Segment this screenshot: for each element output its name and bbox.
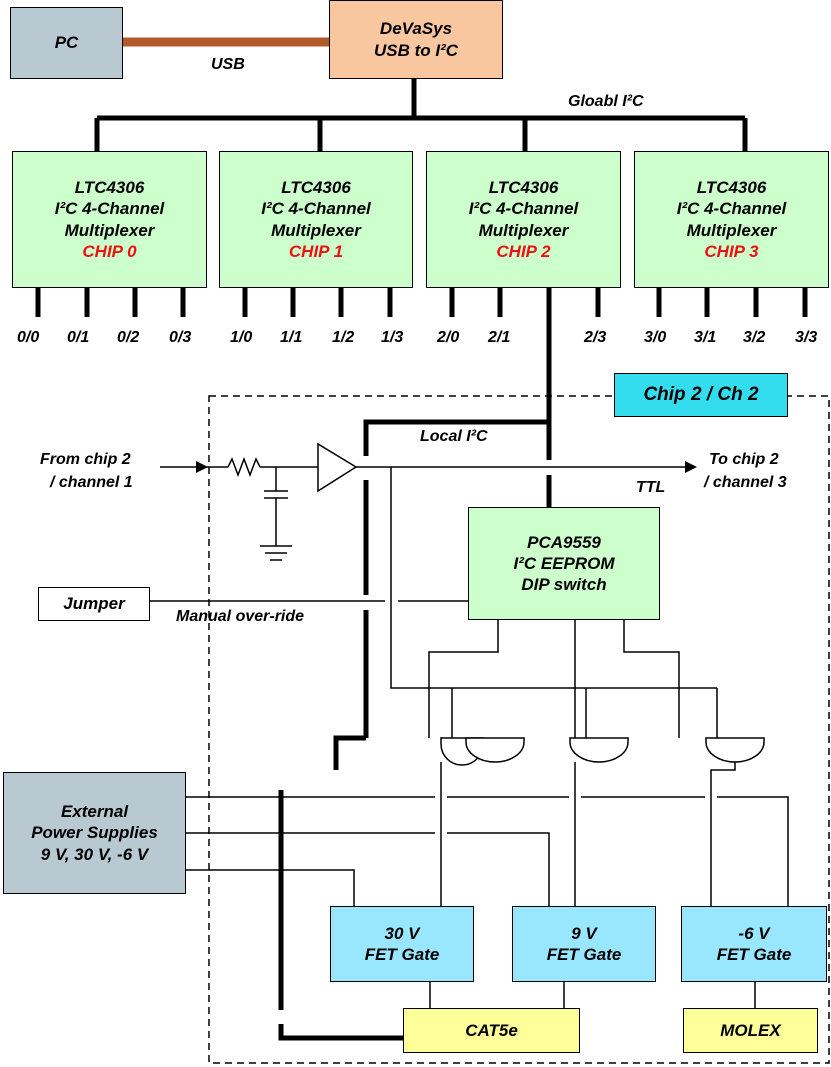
port-label: 0/2 <box>117 329 140 346</box>
channel-boundary <box>208 395 830 1064</box>
port-label: 1/1 <box>280 329 303 346</box>
devasys-line2: USB to I²C <box>373 40 459 60</box>
pc-box: PC <box>10 7 123 79</box>
mux-line1: LTC4306 <box>74 178 145 197</box>
devasys-box: DeVaSys USB to I²C <box>329 0 503 79</box>
fet-line1: 30 V <box>384 923 420 943</box>
chip-id: CHIP 0 <box>82 241 137 261</box>
mux-chip-3: LTC4306 I²C 4-Channel Multiplexer CHIP 3 <box>634 151 829 288</box>
pc-label: PC <box>54 33 79 53</box>
and-gate-outputs <box>440 762 736 906</box>
and-gates <box>440 737 765 766</box>
pca-line3: DIP switch <box>521 575 607 595</box>
port-label: 3/1 <box>694 329 717 346</box>
fet-line1: -6 V <box>738 923 770 943</box>
mux-chip-1: LTC4306 I²C 4-Channel Multiplexer CHIP 1 <box>219 151 413 288</box>
mux-line3: Multiplexer <box>478 220 569 240</box>
mux-line1: LTC4306 <box>696 178 767 197</box>
mux-line3: Multiplexer <box>271 220 361 240</box>
pca-line2: I²C EEPROM <box>513 553 615 573</box>
pca-line1: PCA9559 <box>527 532 601 552</box>
mux-line1: LTC4306 <box>488 178 559 197</box>
from-chip-line2: / channel 1 <box>50 474 133 491</box>
chip-channel-label: Chip 2 / Ch 2 <box>643 384 759 406</box>
from-chip-line1: From chip 2 <box>40 451 131 468</box>
power-supply-lines <box>186 796 789 906</box>
mux-line2: I²C 4-Channel <box>468 199 579 219</box>
chip-id: CHIP 1 <box>288 241 344 261</box>
fet-line2: FET Gate <box>546 945 622 964</box>
ttl-enable-lines <box>150 467 717 689</box>
power-line1: External <box>60 802 129 822</box>
chip-id: CHIP 3 <box>704 241 759 261</box>
port-label: 3/2 <box>743 329 766 346</box>
input-signal-path <box>160 456 688 561</box>
mux-line3: Multiplexer <box>64 220 155 240</box>
port-label: 0/0 <box>17 329 40 346</box>
mux-line2: I²C 4-Channel <box>676 199 787 219</box>
to-chip-line2: / channel 3 <box>704 474 787 491</box>
global-i2c-bus <box>94 78 748 151</box>
cat5e-connector: CAT5e <box>403 1008 580 1053</box>
usb-label: USB <box>211 56 245 73</box>
fet-gate-neg6v: -6 V FET Gate <box>681 906 827 982</box>
port-label: 1/2 <box>332 329 355 346</box>
fet-line1: 9 V <box>571 923 597 943</box>
mux-chip-0: LTC4306 I²C 4-Channel Multiplexer CHIP 0 <box>12 151 207 288</box>
jumper-label: Jumper <box>63 594 125 614</box>
power-line3: 9 V, 30 V, -6 V <box>40 844 149 864</box>
chip-id: CHIP 2 <box>496 241 551 261</box>
port-label: 1/0 <box>230 329 253 346</box>
fet-connector-lines <box>429 982 756 1010</box>
fet-gate-30v: 30 V FET Gate <box>330 906 474 982</box>
pca-output-lines <box>428 620 718 738</box>
port-label: 2/0 <box>437 329 460 346</box>
fet-line2: FET Gate <box>716 945 792 964</box>
molex-connector: MOLEX <box>683 1008 818 1053</box>
external-power-box: External Power Supplies 9 V, 30 V, -6 V <box>3 772 186 894</box>
port-label: 1/3 <box>381 329 404 346</box>
devasys-line1: DeVaSys <box>379 19 453 39</box>
pca9559-box: PCA9559 I²C EEPROM DIP switch <box>468 507 660 620</box>
port-label: 0/3 <box>169 329 192 346</box>
mux-line1: LTC4306 <box>281 178 351 197</box>
port-label: 3/0 <box>644 329 667 346</box>
mux-line2: I²C 4-Channel <box>261 199 371 219</box>
chip-channel-tag: Chip 2 / Ch 2 <box>614 373 788 417</box>
jumper-box: Jumper <box>38 587 150 621</box>
fet-line2: FET Gate <box>364 945 440 964</box>
port-label: 2/1 <box>488 329 511 346</box>
power-line2: Power Supplies <box>31 823 158 843</box>
molex-label: MOLEX <box>720 1020 781 1040</box>
port-label: 2/3 <box>584 329 607 346</box>
mux-chip-2: LTC4306 I²C 4-Channel Multiplexer CHIP 2 <box>426 151 621 288</box>
fet-gate-9v: 9 V FET Gate <box>512 906 656 982</box>
cat5e-label: CAT5e <box>465 1020 518 1040</box>
to-chip-line1: To chip 2 <box>709 451 779 468</box>
port-label: 0/1 <box>67 329 90 346</box>
ttl-label: TTL <box>636 479 666 496</box>
global-i2c-label: Gloabl I²C <box>568 93 644 110</box>
mux-line3: Multiplexer <box>686 220 777 240</box>
local-i2c-label: Local I²C <box>420 428 488 445</box>
local-i2c-bus <box>278 288 552 1041</box>
mux-line2: I²C 4-Channel <box>54 199 165 219</box>
output-arrow <box>685 461 697 473</box>
buffer-amplifier <box>317 442 358 493</box>
input-arrow <box>196 461 208 473</box>
mux-output-pins <box>35 288 808 317</box>
port-label: 3/3 <box>795 329 818 346</box>
manual-override-label: Manual over-ride <box>176 608 305 625</box>
